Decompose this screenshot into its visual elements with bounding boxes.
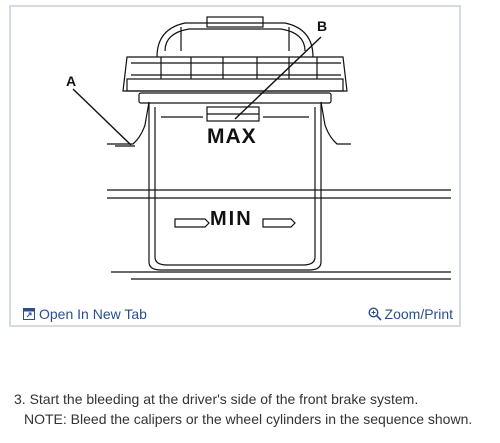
max-level-label: MAX: [207, 125, 257, 148]
zoom-print-label: Zoom/Print: [384, 306, 453, 322]
figure-link-bar: Open In New Tab Zoom/Print: [11, 303, 459, 325]
brake-fluid-reservoir-diagram: [72, 16, 451, 280]
magnifier-icon: [368, 307, 382, 321]
min-level-label: MIN: [210, 208, 253, 230]
open-in-new-tab-link[interactable]: Open In New Tab: [23, 306, 147, 322]
figure-frame: A B MAX MIN Open In New Tab Zoom/Print: [9, 5, 461, 327]
open-in-new-tab-label: Open In New Tab: [39, 306, 147, 322]
zoom-print-link[interactable]: Zoom/Print: [368, 306, 453, 322]
open-in-new-tab-icon: [23, 308, 35, 320]
step-note: NOTE: Bleed the calipers or the wheel cy…: [24, 411, 473, 427]
callout-label-b: B: [317, 18, 328, 34]
step-instruction: 3. Start the bleeding at the driver's si…: [14, 391, 419, 407]
callout-label-a: A: [66, 73, 77, 89]
